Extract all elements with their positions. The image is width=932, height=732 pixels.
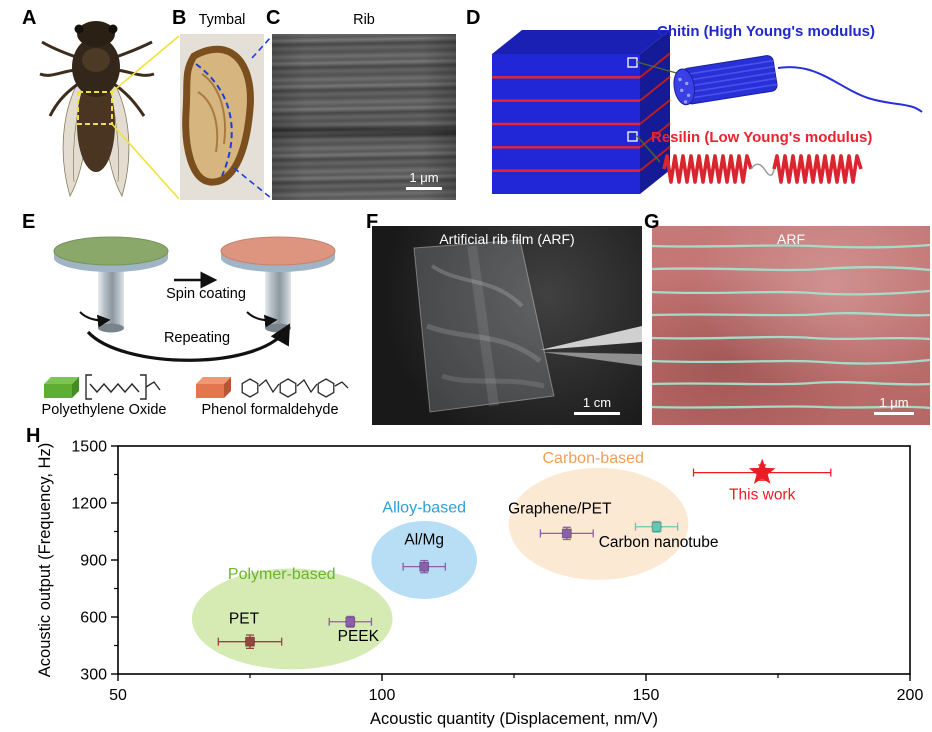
tymbal-membrane (182, 45, 254, 186)
y-tick-label: 900 (80, 553, 107, 570)
data-point-label: This work (729, 487, 796, 504)
pf-chemical-structure (241, 378, 349, 398)
data-point-square (345, 616, 356, 627)
data-point-label: Carbon nanotube (599, 534, 719, 551)
spring-linker (750, 163, 775, 177)
transparent-film (413, 239, 555, 413)
spin-coater-right (220, 236, 336, 333)
scale-bar: 1 μm (406, 171, 442, 190)
data-point-square (419, 561, 430, 572)
x-tick-label: 200 (897, 687, 924, 704)
data-point-square (561, 528, 572, 539)
y-tick-label: 1500 (71, 439, 107, 456)
y-tick-label: 1200 (71, 496, 107, 513)
data-point-label: PET (229, 611, 260, 628)
scale-bar-label: 1 μm (409, 170, 439, 185)
layered-structure-diagram (492, 30, 923, 194)
data-point-label: Graphene/PET (508, 500, 612, 517)
chitin-single-fiber (777, 66, 923, 113)
tweezers-lower-arm (542, 352, 642, 366)
arf-sem-image: 1 μm (652, 226, 930, 425)
arf-photo: 1 cm (372, 226, 642, 425)
panel-c-title: Rib (353, 12, 375, 28)
y-tick-label: 600 (80, 610, 107, 627)
scale-bar: 1 cm (574, 396, 620, 415)
phenol-formaldehyde-label: Phenol formaldehyde (201, 402, 339, 418)
group-label: Alloy-based (382, 500, 466, 517)
panel-f-letter: F (366, 211, 379, 233)
group-ellipse (191, 568, 393, 670)
y-axis-title: Acoustic output (Frequency, Hz) (36, 443, 54, 677)
tweezers (540, 326, 642, 350)
tymbal-photo (180, 34, 264, 200)
data-point-square (651, 521, 662, 532)
cicada-body (72, 21, 120, 172)
resilin-callout-line (636, 135, 661, 163)
x-tick-label: 100 (369, 687, 396, 704)
arf-film-illustration (413, 239, 642, 413)
arf-layer-lines (652, 243, 930, 410)
chitin-callout-line (636, 61, 681, 75)
spin-coater-left (53, 236, 169, 333)
group-ellipse (508, 467, 689, 580)
x-axis-title: Acoustic quantity (Displacement, nm/V) (370, 710, 658, 728)
panel-b-title: Tymbal (198, 12, 246, 28)
spin-rotation-arrow (79, 311, 111, 328)
panel-g-title: ARF (777, 231, 805, 247)
x-tick-label: 50 (109, 687, 127, 704)
layered-block (492, 30, 671, 194)
repeating-label: Repeating (163, 330, 231, 346)
panel-e-letter: E (22, 211, 36, 233)
chitin-label: Chitin (High Young's modulus) (657, 23, 875, 40)
panel-b-letter: B (172, 7, 187, 29)
tymbal-highlight-box (77, 91, 113, 125)
x-tick-label: 150 (633, 687, 660, 704)
resilin-springs (662, 154, 863, 184)
pf-block-icon (196, 377, 231, 398)
scale-bar: 1 μm (874, 396, 914, 415)
spin-coating-label: Spin coating (166, 286, 246, 302)
spin-rotation-arrow (246, 311, 278, 328)
panel-h-letter: H (26, 425, 41, 447)
scale-bar-line (874, 412, 914, 415)
resilin-label: Resilin (Low Young's modulus) (651, 129, 873, 146)
resilin-layer-lines (492, 76, 640, 172)
scale-bar-line (574, 412, 620, 415)
polyethylene-oxide-label: Polyethylene Oxide (41, 402, 167, 418)
tymbal-illustration (182, 45, 254, 186)
scale-bar-label: 1 cm (582, 395, 612, 410)
scale-bar-line (406, 187, 442, 190)
peo-chemical-structure (85, 374, 161, 400)
peo-block-icon (44, 377, 79, 398)
scale-bar-label: 1 μm (879, 395, 909, 410)
chitin-fiber-bundle (673, 55, 778, 106)
repeating-arrow (86, 323, 291, 362)
y-tick-label: 300 (80, 667, 107, 684)
group-label: Polymer-based (228, 566, 336, 583)
panel-c-letter: C (266, 7, 281, 29)
panel-g-letter: G (644, 211, 660, 233)
data-point-square (245, 636, 255, 647)
panel-d-letter: D (466, 7, 481, 29)
panel-a-letter: A (22, 7, 37, 29)
group-label: Carbon-based (542, 450, 643, 467)
data-point-star (748, 458, 776, 484)
rib-region-outline (195, 63, 233, 177)
data-point-label: PEEK (338, 628, 380, 645)
spin-coating-diagram (44, 236, 349, 400)
panel-f-title: Artificial rib film (ARF) (439, 231, 575, 247)
data-point-label: Al/Mg (404, 532, 444, 549)
cicada-photo (39, 21, 155, 198)
rib-sem-image: 1 μm (272, 34, 456, 200)
